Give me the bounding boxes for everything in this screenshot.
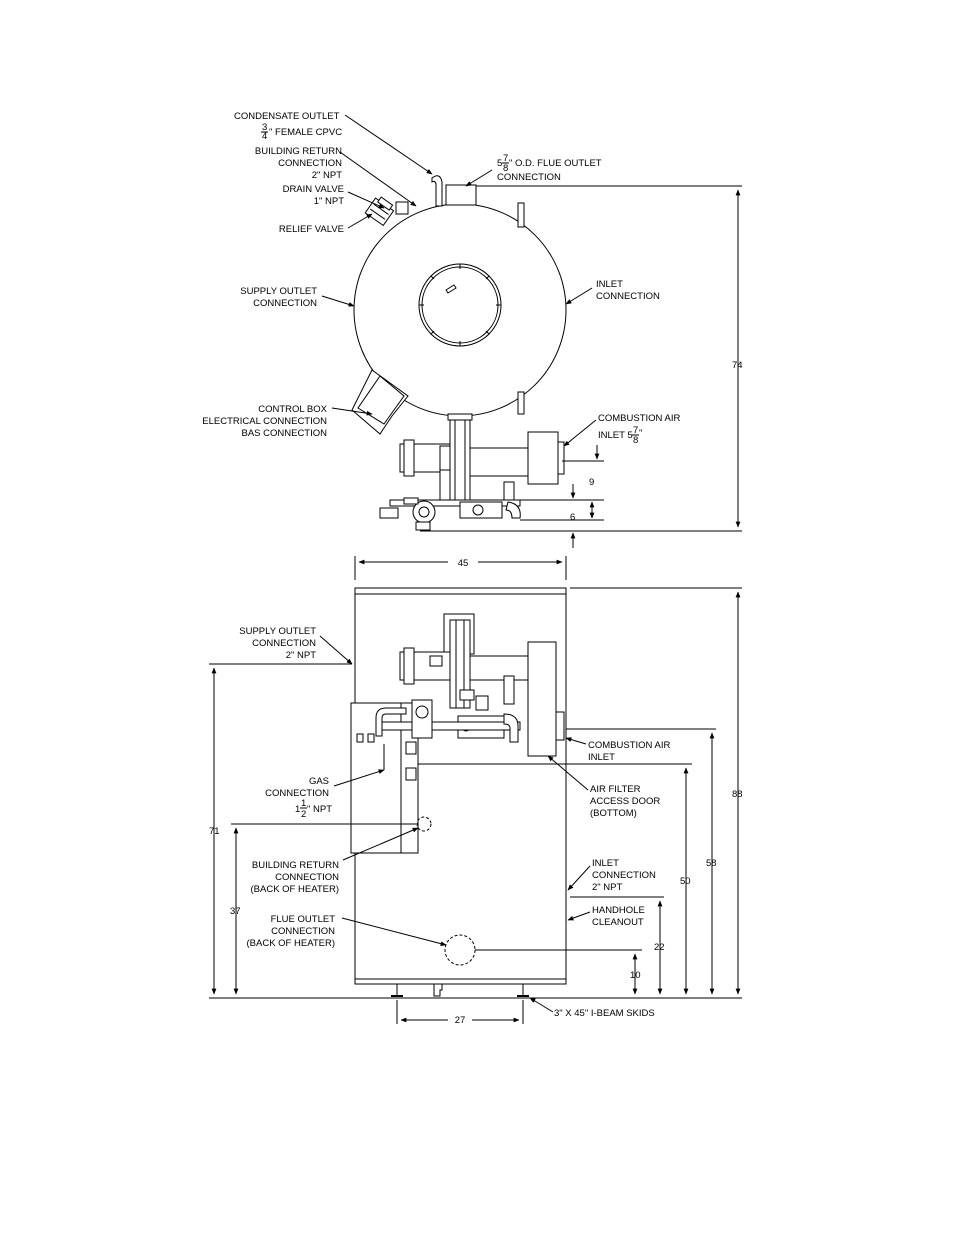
label-f-supply-outlet-1: SUPPLY OUTLET (239, 626, 316, 637)
relief-valve-assembly (364, 196, 395, 227)
control-box (351, 369, 409, 435)
label-f-flue-outlet-2: CONNECTION (271, 926, 335, 937)
comb-frac-den: 8 (633, 435, 638, 446)
dim-50: 50 (680, 876, 691, 887)
label-f-supply-outlet-2: CONNECTION (252, 638, 316, 649)
label-f-building-return-1: BUILDING RETURN (252, 860, 339, 871)
label-inlet-1: INLET (596, 279, 623, 290)
label-building-return-3: 2" NPT (312, 170, 342, 181)
inlet-bracket-bottom (517, 391, 525, 415)
front-view-dimensions (209, 587, 742, 1024)
frac-den: 4 (262, 131, 267, 142)
gas-frac-num: 1 (301, 798, 306, 809)
door-bolts (419, 264, 501, 346)
dim-74: 74 (732, 360, 743, 371)
frac-num: 3 (262, 122, 267, 133)
label-building-return-2: CONNECTION (278, 158, 342, 169)
label-building-return-1: BUILDING RETURN (255, 146, 342, 157)
label-combustion-air-2: INLET 5 (598, 430, 633, 441)
label-drain-valve-2: 1" NPT (314, 196, 344, 207)
comb-frac-num: 7 (633, 425, 638, 436)
label-air-filter-1: AIR FILTER (590, 784, 641, 795)
flue-frac-num: 7 (503, 153, 508, 164)
top-view-labels: CONDENSATE OUTLET 3 4 " FEMALE CPVC BUIL… (202, 111, 742, 569)
dim-58: 58 (706, 858, 717, 869)
dim-27: 27 (455, 1015, 466, 1026)
label-f-supply-outlet-3: 2" NPT (286, 650, 316, 661)
label-flue-outlet-1: " O.D. FLUE OUTLET (509, 158, 602, 169)
label-f-combustion-air-2: INLET (588, 752, 615, 763)
condensate-outlet-pipe (431, 175, 443, 207)
label-control-box-3: BAS CONNECTION (241, 428, 327, 439)
front-air-duct (469, 655, 529, 681)
front-gas-pipe (379, 721, 521, 731)
gas-valve-top (459, 501, 503, 519)
flue-frac-den: 8 (503, 163, 508, 174)
label-gas-3: " NPT (307, 804, 332, 815)
gas-frac-den: 2 (301, 809, 306, 820)
label-f-flue-outlet-3: (BACK OF HEATER) (247, 938, 336, 949)
front-view (350, 587, 567, 997)
condensate-drain (433, 983, 443, 997)
dim-10: 10 (630, 970, 641, 981)
gas-whole: 1 (295, 804, 300, 815)
dim-9: 9 (589, 477, 594, 488)
dim-71: 71 (209, 826, 220, 837)
front-combustion-air-box (527, 641, 557, 757)
burner-housing (449, 419, 471, 501)
combustion-air-inlet-box (527, 431, 559, 485)
front-view-leaders (319, 635, 591, 1013)
dim-22: 22 (654, 942, 665, 953)
top-view-dimensions (354, 185, 742, 580)
label-f-combustion-air-1: COMBUSTION AIR (588, 740, 670, 751)
label-relief-valve: RELIEF VALVE (279, 224, 344, 235)
label-f-building-return-2: CONNECTION (275, 872, 339, 883)
label-control-box-2: ELECTRICAL CONNECTION (202, 416, 327, 427)
label-gas-1: GAS (309, 776, 329, 787)
dim-88: 88 (732, 789, 743, 800)
label-skids: 3" X 45" I-BEAM SKIDS (554, 1008, 655, 1019)
label-f-inlet-2: CONNECTION (592, 870, 656, 881)
label-handhole-1: HANDHOLE (592, 905, 645, 916)
flue-outlet-stub (445, 184, 477, 206)
building-return-stub (395, 201, 409, 215)
dim-45: 45 (458, 558, 469, 569)
label-handhole-2: CLEANOUT (592, 917, 644, 928)
label-inlet-2: CONNECTION (596, 291, 660, 302)
label-air-filter-2: ACCESS DOOR (590, 796, 660, 807)
label-f-inlet-3: 2" NPT (592, 882, 622, 893)
comb-inch: " (639, 428, 642, 439)
label-gas-2: CONNECTION (265, 788, 329, 799)
label-air-filter-3: (BOTTOM) (590, 808, 637, 819)
label-f-inlet-1: INLET (592, 858, 619, 869)
label-supply-outlet-2: CONNECTION (253, 298, 317, 309)
air-duct (469, 447, 529, 477)
top-view-leaders (321, 114, 597, 447)
label-condensate-outlet: CONDENSATE OUTLET (234, 111, 340, 122)
label-control-box-1: CONTROL BOX (258, 404, 327, 415)
front-view-labels: SUPPLY OUTLET CONNECTION 2" NPT COMBUSTI… (209, 626, 743, 1026)
burner-flange (447, 413, 473, 421)
flue-whole: 5 (497, 158, 502, 169)
dim-6: 6 (570, 512, 575, 523)
label-supply-outlet-1: SUPPLY OUTLET (240, 286, 317, 297)
label-f-building-return-3: (BACK OF HEATER) (251, 884, 340, 895)
label-condensate-size: " FEMALE CPVC (269, 127, 342, 138)
label-flue-outlet-2: CONNECTION (497, 172, 561, 183)
dim-37: 37 (230, 906, 241, 917)
label-combustion-air-1: COMBUSTION AIR (598, 413, 680, 424)
label-f-flue-outlet-1: FLUE OUTLET (271, 914, 336, 925)
label-drain-valve-1: DRAIN VALVE (283, 184, 344, 195)
top-view (351, 175, 567, 531)
inlet-bracket-top (517, 202, 525, 228)
building-return-connection-dashed (416, 816, 432, 832)
